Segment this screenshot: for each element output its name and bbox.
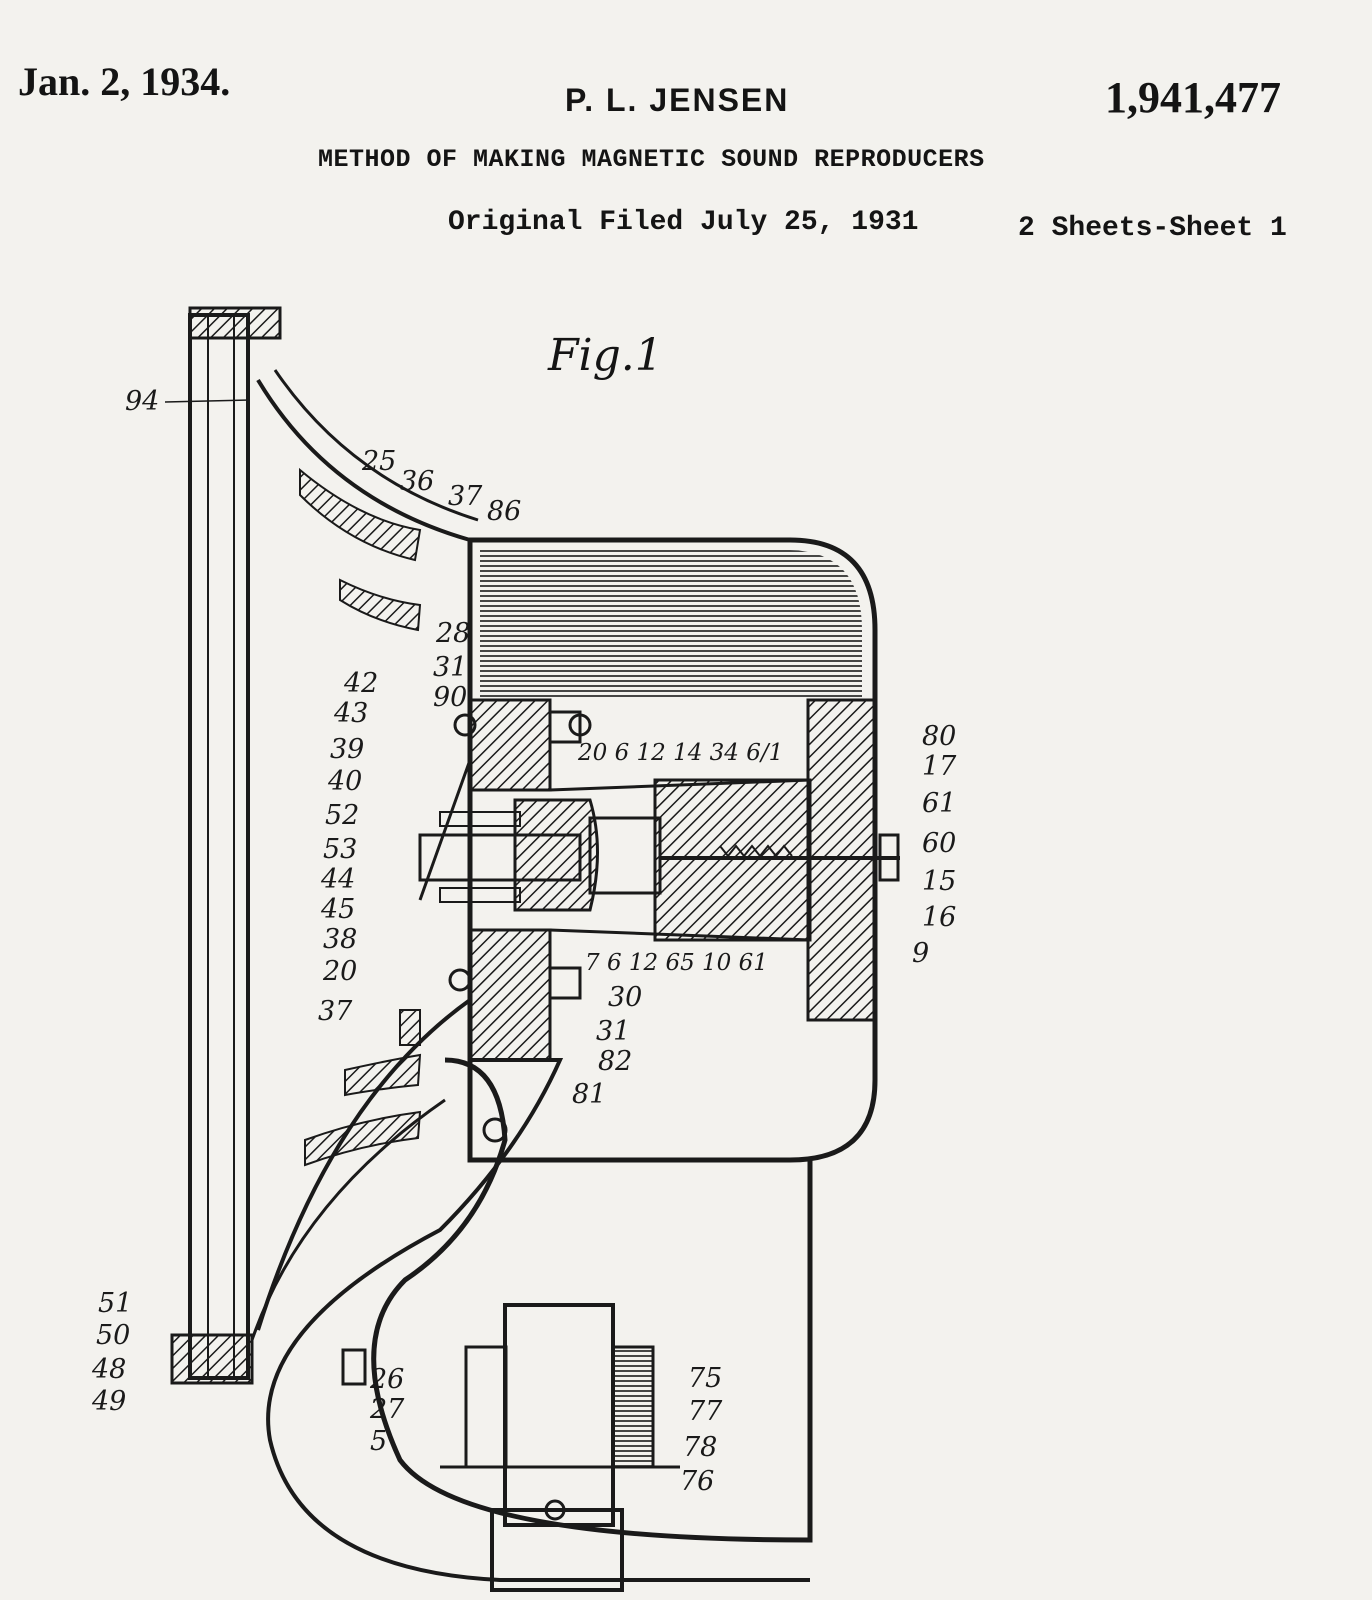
- ref-39: 39: [330, 734, 364, 765]
- filing-date: Original Filed July 25, 1931: [448, 207, 919, 238]
- ref-31-bottom: 31: [596, 1016, 630, 1047]
- ref-53: 53: [323, 834, 357, 865]
- ref-30-bottom: 30: [608, 982, 642, 1013]
- ref-26: 26: [369, 1364, 404, 1395]
- ref-90: 90: [433, 682, 467, 713]
- inventor-name: P. L. JENSEN: [565, 82, 790, 118]
- ref-37-bottom: 37: [318, 996, 353, 1027]
- ref-60: 60: [922, 828, 956, 859]
- ref-77: 77: [688, 1396, 723, 1427]
- transformer: [440, 1303, 680, 1592]
- ref-9: 9: [912, 938, 929, 969]
- patent-date: Jan. 2, 1934.: [18, 59, 231, 104]
- ref-86: 86: [487, 496, 521, 527]
- ref-17: 17: [922, 751, 957, 782]
- magnet-assembly: [418, 698, 900, 1062]
- ref-40: 40: [327, 766, 362, 797]
- front-baffle: [170, 306, 282, 1385]
- ref-row-top: 20 6 12 14 34 6/1: [577, 740, 783, 766]
- ref-49: 49: [91, 1386, 126, 1417]
- ref-28: 28: [435, 618, 470, 649]
- ref-45: 45: [320, 894, 355, 925]
- ref-82: 82: [598, 1046, 632, 1077]
- ref-5: 5: [370, 1426, 387, 1457]
- speaker-cone: [250, 369, 479, 1341]
- ref-78: 78: [683, 1432, 717, 1463]
- ref-80: 80: [922, 721, 956, 752]
- ref-15: 15: [922, 866, 956, 897]
- ref-20: 20: [322, 956, 357, 987]
- ref-61: 61: [922, 788, 956, 819]
- ref-43: 43: [333, 698, 368, 729]
- ref-52: 52: [325, 800, 359, 831]
- sheet-number: 2 Sheets-Sheet 1: [1018, 213, 1287, 244]
- frame-bracket: [266, 1057, 813, 1582]
- ref-42: 42: [343, 668, 378, 699]
- reference-numerals: 94 25 36 37 86 28 31 42 90 43 39 40 52 5…: [91, 386, 957, 1497]
- ref-51: 51: [98, 1288, 132, 1319]
- ref-36: 36: [400, 466, 434, 497]
- ref-75: 75: [688, 1363, 722, 1394]
- ref-38: 38: [323, 924, 357, 955]
- ref-27: 27: [369, 1394, 405, 1425]
- ref-25: 25: [361, 446, 396, 477]
- ref-31-top: 31: [433, 652, 467, 683]
- ref-81: 81: [572, 1079, 606, 1110]
- ref-76: 76: [680, 1466, 714, 1497]
- patent-number: 1,941,477: [1105, 73, 1281, 122]
- ref-50: 50: [96, 1320, 130, 1351]
- figure-label: Fig.1: [548, 330, 663, 381]
- ref-37-top: 37: [448, 481, 483, 512]
- ref-row-bottom: 7 6 12 65 10 61: [585, 950, 768, 976]
- ref-44: 44: [320, 864, 355, 895]
- ref-48: 48: [91, 1354, 126, 1385]
- patent-title: METHOD OF MAKING MAGNETIC SOUND REPRODUC…: [318, 145, 985, 174]
- ref-94: 94: [125, 386, 159, 417]
- ref-16: 16: [922, 902, 956, 933]
